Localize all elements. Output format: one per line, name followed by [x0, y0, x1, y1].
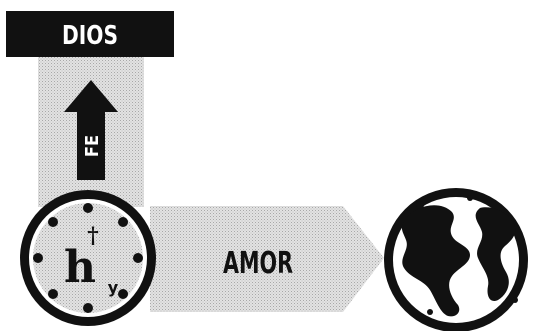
- horizontal-arrow-label: AMOR: [223, 246, 293, 281]
- clock-subscript: y: [108, 278, 119, 297]
- clock-main-glyph: h: [64, 242, 96, 293]
- vertical-arrow-label: FE: [82, 135, 103, 157]
- top-label: DIOS: [62, 21, 118, 51]
- globe-icon: [384, 188, 528, 331]
